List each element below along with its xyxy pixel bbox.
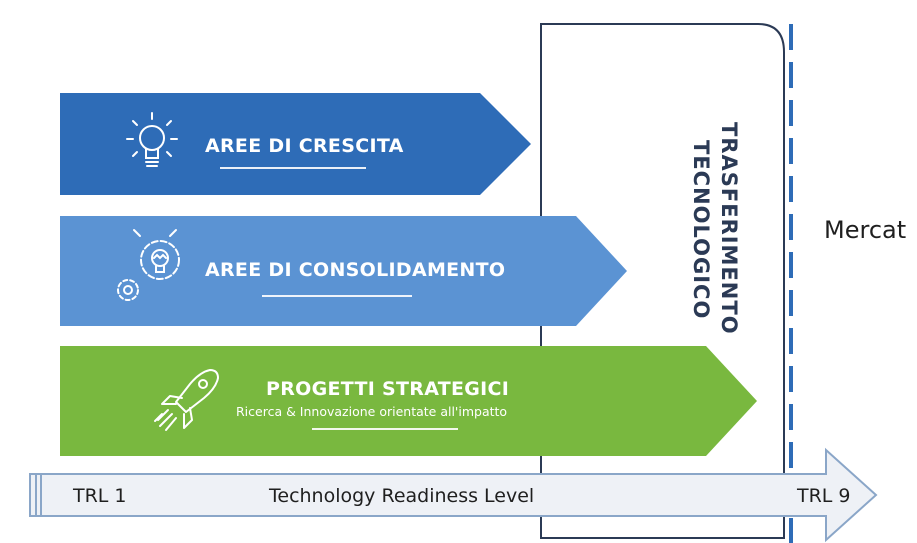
arrow-progetti-title: PROGETTI STRATEGICI <box>266 378 510 400</box>
transfer-label-line1: TRASFERIMENTO <box>717 122 741 335</box>
gears-lightbulb-icon <box>117 229 180 301</box>
arrow-consolidamento <box>60 216 627 326</box>
arrow-consolidamento-underline <box>262 295 412 297</box>
trl-bar-label: Technology Readiness Level <box>269 485 535 507</box>
arrow-consolidamento-title: AREE DI CONSOLIDAMENTO <box>205 259 506 281</box>
rocket-icon <box>154 369 219 431</box>
arrow-crescita <box>60 93 531 195</box>
arrow-progetti-subtitle: Ricerca & Innovazione orientate all'impa… <box>236 404 508 419</box>
arrow-progetti <box>60 346 757 456</box>
transfer-box <box>540 23 785 539</box>
lightbulb-icon <box>126 112 178 167</box>
arrow-progetti-underline <box>312 428 458 430</box>
trl-start-label: TRL 1 <box>73 485 127 507</box>
arrow-crescita-underline <box>220 167 366 169</box>
trl-bar-arrow <box>29 447 878 543</box>
market-label: Mercat <box>824 216 907 244</box>
arrow-crescita-title: AREE DI CRESCITA <box>205 135 404 157</box>
transfer-label-line2: TECNOLOGICO <box>689 140 713 320</box>
trl-end-label: TRL 9 <box>797 485 851 507</box>
